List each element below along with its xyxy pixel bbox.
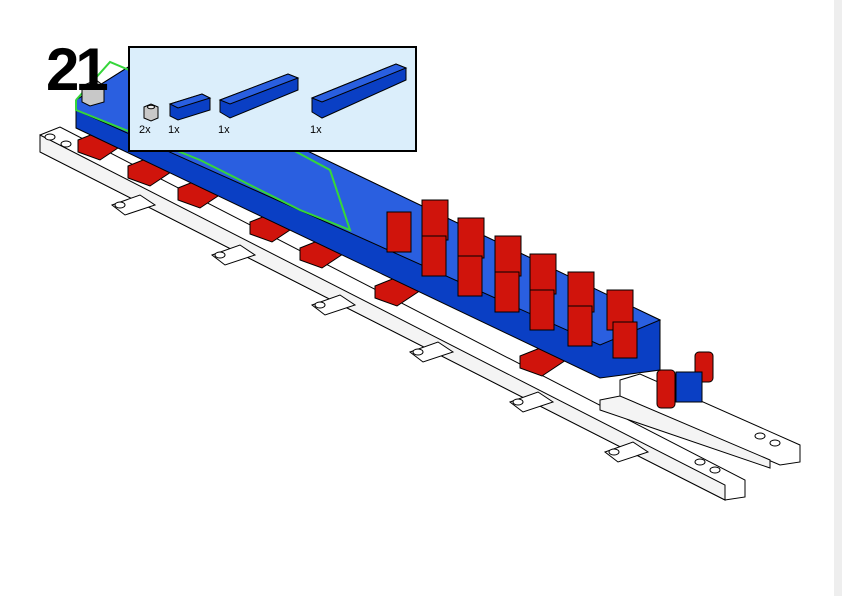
gray-1x1-brick-icon [143, 103, 159, 122]
window-frames [386, 199, 638, 359]
red-cylinders [656, 351, 714, 409]
blue-1x8-brick-icon [218, 73, 300, 119]
part-qty: 1x [310, 124, 322, 136]
part-qty: 2x [139, 124, 151, 136]
step-number: 21 [46, 36, 109, 103]
part-qty: 1x [218, 124, 230, 136]
blue-1x10-brick-icon [310, 63, 408, 119]
part-qty: 1x [168, 124, 180, 136]
cross-plates [110, 194, 650, 463]
studs [44, 133, 781, 474]
page-edge [834, 0, 842, 596]
gray-brick [81, 79, 105, 107]
blue-1x4-brick-icon [168, 93, 212, 121]
parts-callout: 2x 1x 1x 1x [128, 46, 417, 152]
